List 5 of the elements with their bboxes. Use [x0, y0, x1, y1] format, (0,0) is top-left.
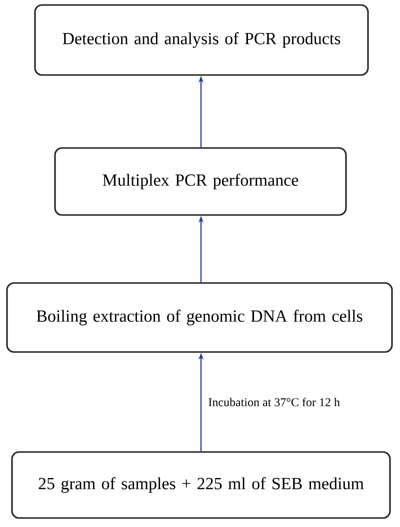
process-box: Detection and analysis of PCR products: [34, 4, 369, 76]
process-box: Boiling extraction of genomic DNA from cells: [6, 282, 393, 353]
process-box: 25 gram of samples + 225 ml of SEB medium: [11, 451, 391, 519]
edge-label: Incubation at 37°C for 12 h: [207, 396, 341, 408]
process-box: Multiplex PCR performance: [54, 147, 347, 216]
